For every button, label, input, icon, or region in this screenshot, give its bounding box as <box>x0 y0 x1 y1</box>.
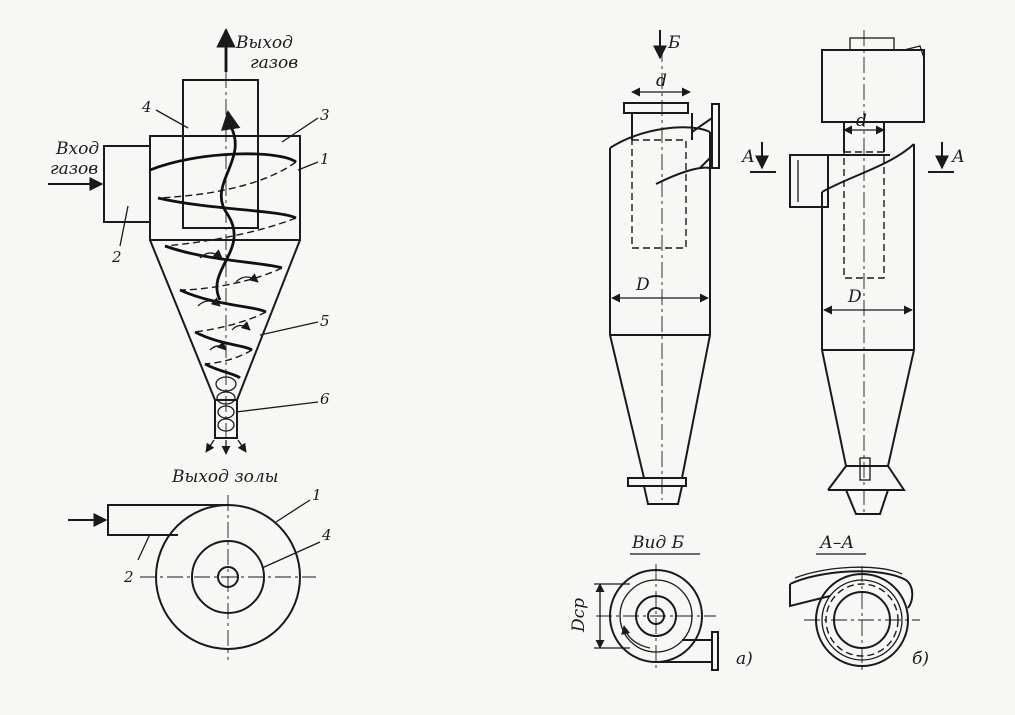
section-a-marker-right: А <box>951 147 965 167</box>
variant-a-label: а) <box>736 649 753 669</box>
item-number-5: 5 <box>320 312 330 330</box>
dim-D-label-a: D <box>635 275 650 295</box>
section-aa-title: А–А <box>819 533 854 553</box>
vortex-flow <box>149 28 297 380</box>
item-number-3: 3 <box>320 106 330 124</box>
view-b-plan: Вид Б Dср а) <box>569 533 753 671</box>
ash-outlet-label: Выход золы <box>171 467 279 487</box>
section-a-marker-left: А <box>741 147 755 167</box>
cyclone-principle-section: Выход газов Вход газов Выход золы 1 2 3 … <box>48 28 330 487</box>
plan-item-number-1: 1 <box>312 486 322 504</box>
item-number-4: 4 <box>141 98 152 116</box>
dim-D-label-b: D <box>847 287 862 307</box>
view-b-marker: Б <box>667 33 681 53</box>
plan-item-number-2: 2 <box>123 568 134 586</box>
item-number-2: 2 <box>111 248 122 266</box>
gas-outlet-label-1: Выход <box>235 33 293 53</box>
gas-inlet-label-2: газов <box>50 159 98 179</box>
dim-dcp-label: Dср <box>569 598 589 633</box>
gas-inlet-label-1: Вход <box>55 139 99 159</box>
view-b-title: Вид Б <box>631 533 685 553</box>
variant-b-label: б) <box>912 649 929 669</box>
cyclone-variant-b: А А d D <box>741 30 965 515</box>
top-flange <box>849 37 895 51</box>
cyclone-variant-a: Б d D <box>609 30 720 505</box>
item-number-1: 1 <box>320 150 330 168</box>
dim-d-label-b: d <box>856 111 867 131</box>
dim-d-label-a: d <box>656 71 667 91</box>
plan-item-number-4: 4 <box>321 526 332 544</box>
section-aa-plan: А–А б) <box>789 533 929 674</box>
cyclone-plan-view: 1 2 4 <box>68 486 332 660</box>
item-number-6: 6 <box>320 390 330 408</box>
gas-outlet-label-2: газов <box>250 53 298 73</box>
